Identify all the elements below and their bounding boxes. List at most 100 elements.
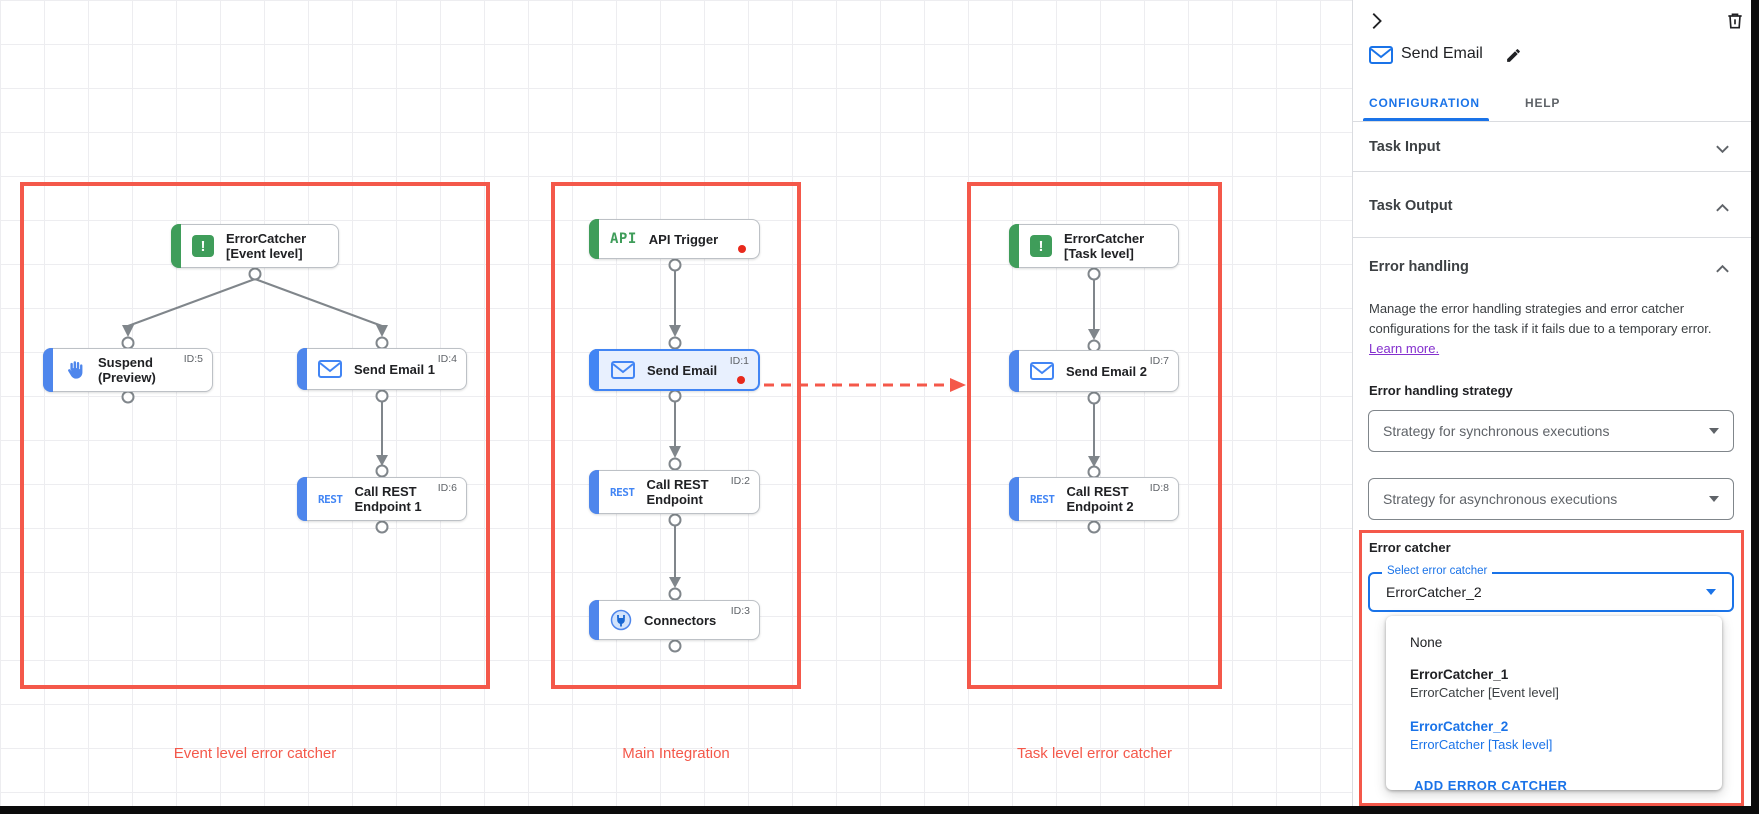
window-bottom-edge [0,806,1759,814]
section-label: Task Output [1369,198,1453,214]
menu-item-name: ErrorCatcher_1 [1410,667,1509,682]
node-send-email-selected[interactable]: Send Email ID:1 [589,349,760,391]
node-subtitle: [Event level] [226,246,303,261]
node-call-rest[interactable]: REST Call REST Endpoint ID:2 [589,470,760,514]
node-accent-bar [589,349,599,391]
node-send-email-1[interactable]: Send Email 1 ID:4 [297,348,467,390]
error-catcher-icon: ! [1030,235,1052,257]
node-id-badge: ID:1 [729,355,749,367]
edit-title-button[interactable] [1505,47,1522,69]
chevron-up-icon [1715,261,1730,279]
node-subtitle: Endpoint 2 [1066,499,1134,514]
menu-item-none[interactable]: None [1410,635,1443,650]
sync-strategy-select[interactable]: Strategy for synchronous executions [1368,410,1734,452]
dropdown-caret-icon [1709,428,1719,434]
node-title: Call REST [354,484,417,499]
learn-more-link[interactable]: Learn more. [1369,341,1440,356]
select-value: ErrorCatcher_2 [1386,584,1482,600]
node-title: API Trigger [648,231,719,247]
active-tab-underline [1363,118,1489,121]
node-title: Send Email 2 [1066,363,1147,379]
hand-icon [64,359,86,381]
node-call-rest-2[interactable]: REST Call REST Endpoint 2 ID:8 [1009,477,1179,521]
select-floating-label: Select error catcher [1382,565,1493,577]
node-api-trigger[interactable]: API API Trigger [589,219,760,259]
node-errorcatcher-event[interactable]: ! ErrorCatcher [Event level] [171,224,339,268]
node-title: Connectors [644,612,717,628]
section-task-input[interactable]: Task Input [1353,122,1752,172]
node-id-badge: ID:5 [183,353,203,365]
pencil-icon [1507,49,1520,62]
error-catcher-icon: ! [192,235,214,257]
node-accent-bar [1009,477,1019,521]
chevron-right-icon [1372,13,1382,29]
node-errorcatcher-task[interactable]: ! ErrorCatcher [Task level] [1009,224,1179,268]
rest-icon: REST [610,485,635,499]
error-handling-description: Manage the error handling strategies and… [1369,301,1712,356]
node-accent-bar [297,348,307,390]
mail-icon [611,361,635,379]
error-catcher-menu: None ErrorCatcher_1 ErrorCatcher [Event … [1386,616,1722,790]
api-trigger-icon: API [610,231,637,247]
node-suspend[interactable]: Suspend (Preview) ID:5 [43,348,213,392]
error-catcher-select[interactable]: Select error catcher ErrorCatcher_2 [1368,565,1734,612]
node-send-email-2[interactable]: Send Email 2 ID:7 [1009,350,1179,392]
node-title: Call REST [1066,484,1129,499]
rest-icon: REST [318,492,343,506]
collapse-panel-button[interactable] [1365,10,1387,37]
flow-edges [121,258,1101,653]
workflow-canvas[interactable]: ! ErrorCatcher [Event level] Suspend (Pr… [0,0,1352,814]
node-accent-bar [589,470,599,514]
menu-item-subtitle: ErrorCatcher [Event level] [1410,685,1559,700]
node-connectors[interactable]: Connectors ID:3 [589,600,760,640]
dropdown-caret-icon [1706,589,1716,595]
dropdown-caret-icon [1709,496,1719,502]
section-label: Task Input [1369,139,1441,155]
tab-divider [1353,121,1759,122]
group-label-main-integration: Main Integration [622,745,730,762]
node-subtitle: (Preview) [98,370,156,385]
error-indicator-dot [737,376,745,384]
node-id-badge: ID:8 [1149,482,1169,494]
section-label: Error handling [1369,259,1469,275]
error-catcher-label: Error catcher [1369,540,1451,555]
node-title: ErrorCatcher [226,231,307,246]
node-title: ErrorCatcher [1064,231,1145,246]
window-right-edge [1751,0,1759,814]
menu-item-name: ErrorCatcher_2 [1410,719,1509,734]
node-title: Send Email 1 [354,361,435,377]
node-subtitle: Endpoint 1 [354,499,422,514]
error-strategy-label: Error handling strategy [1369,383,1513,398]
node-title: Send Email [647,362,718,378]
add-error-catcher-button[interactable]: ADD ERROR CATCHER [1414,778,1568,790]
menu-item-errorcatcher-1[interactable]: ErrorCatcher_1 ErrorCatcher [Event level… [1386,662,1722,706]
node-subtitle: [Task level] [1064,246,1134,261]
node-id-badge: ID:2 [730,475,750,487]
group-box-main-integration [551,182,801,689]
delete-task-button[interactable] [1725,10,1745,37]
group-box-task-level [967,182,1222,689]
error-indicator-dot [738,245,746,253]
page-title: Send Email [1401,45,1483,62]
menu-item-errorcatcher-2[interactable]: ErrorCatcher_2 ErrorCatcher [Task level] [1386,714,1722,758]
rest-icon: REST [1030,492,1055,506]
node-call-rest-1[interactable]: REST Call REST Endpoint 1 ID:6 [297,477,467,521]
node-accent-bar [297,477,307,521]
section-error-handling[interactable]: Error handling [1353,238,1752,294]
select-placeholder: Strategy for synchronous executions [1383,423,1610,439]
tab-configuration[interactable]: CONFIGURATION [1369,96,1480,110]
select-placeholder: Strategy for asynchronous executions [1383,491,1618,507]
mail-icon [1030,362,1054,380]
node-accent-bar [1009,224,1019,268]
node-id-badge: ID:7 [1149,355,1169,367]
section-task-output[interactable]: Task Output [1353,172,1752,238]
async-strategy-select[interactable]: Strategy for asynchronous executions [1368,478,1734,520]
group-label-event-level: Event level error catcher [173,745,337,762]
group-label-task-level: Task level error catcher [1016,745,1173,762]
node-accent-bar [1009,350,1019,392]
node-id-badge: ID:4 [437,353,457,365]
tab-help[interactable]: HELP [1525,96,1561,110]
menu-item-subtitle: ErrorCatcher [Task level] [1410,737,1553,752]
node-id-badge: ID:6 [437,482,457,494]
chevron-down-icon [1715,141,1730,159]
